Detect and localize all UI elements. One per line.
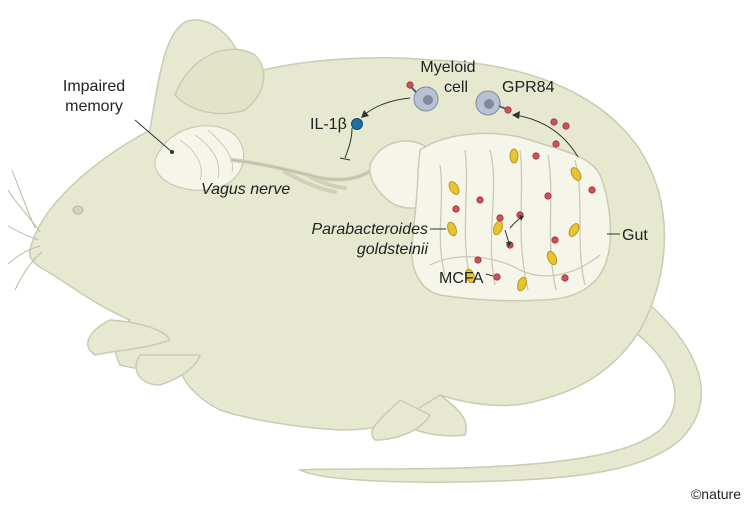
gut <box>369 132 612 302</box>
pointer-mcfa <box>485 273 494 277</box>
mcfa-dot <box>504 106 512 114</box>
mcfa-dot <box>406 81 414 89</box>
label-impaired-memory-2: memory <box>65 98 123 115</box>
label-il1b: IL-1β <box>310 116 347 133</box>
bacterium <box>517 276 527 292</box>
bacterium <box>447 221 457 237</box>
arrow-mcfa-local-1 <box>509 217 521 229</box>
mouse-body <box>28 19 666 431</box>
bacterium <box>448 181 460 195</box>
label-bacteria-1: Parabacteroides <box>311 221 428 238</box>
bacterium <box>546 250 558 266</box>
bacterium <box>568 223 580 237</box>
mcfa-dot <box>493 273 501 281</box>
brain <box>154 125 245 191</box>
mcfa-dot <box>544 192 552 200</box>
bacteria-group <box>447 148 582 292</box>
bacterium <box>465 268 475 284</box>
mcfa-dot <box>476 196 484 204</box>
vagus-nerve-outline <box>231 159 373 181</box>
inhibit-bar <box>339 157 351 161</box>
label-gut: Gut <box>622 227 648 244</box>
nature-credit: ©nature <box>691 486 741 502</box>
myeloid-cell-1 <box>406 81 439 112</box>
mcfa-dot <box>550 118 558 126</box>
mouse-tail <box>297 303 703 483</box>
mcfa-dot <box>551 236 559 244</box>
label-myeloid-cell-2: cell <box>444 79 468 96</box>
mcfa-dot <box>532 152 540 160</box>
mouse-eye <box>72 205 84 215</box>
mcfa-dot <box>588 186 596 194</box>
inhibit-il1b-to-vagus <box>344 127 353 159</box>
label-vagus-nerve: Vagus nerve <box>201 181 290 198</box>
whiskers <box>7 169 43 291</box>
mcfa-dot <box>474 256 482 264</box>
label-myeloid-cell-1: Myeloid <box>420 59 475 76</box>
bacterium <box>570 167 582 181</box>
il1b-molecule <box>351 118 363 130</box>
arrows <box>134 97 620 277</box>
mcfa-dot <box>496 214 504 222</box>
label-mcfa: MCFA <box>439 270 484 287</box>
mouse-legs <box>87 319 467 441</box>
label-gpr84: GPR84 <box>502 79 555 96</box>
label-impaired-memory-1: Impaired <box>63 78 125 95</box>
bacterium <box>509 148 519 164</box>
pointer-impaired-memory <box>134 119 173 153</box>
mcfa-dot <box>552 140 560 148</box>
mcfa-group <box>452 118 596 282</box>
mcfa-dot <box>561 274 569 282</box>
label-bacteria-2: goldsteinii <box>357 241 429 258</box>
arrow-gut-to-gpr84 <box>514 114 579 158</box>
mcfa-dot <box>452 205 460 213</box>
arrow-myeloid-to-il1b <box>363 97 411 116</box>
mcfa-dot <box>562 122 570 130</box>
arrowheads <box>361 110 524 247</box>
mouse-ear <box>174 48 265 115</box>
myeloid-cell-2 <box>475 90 512 116</box>
